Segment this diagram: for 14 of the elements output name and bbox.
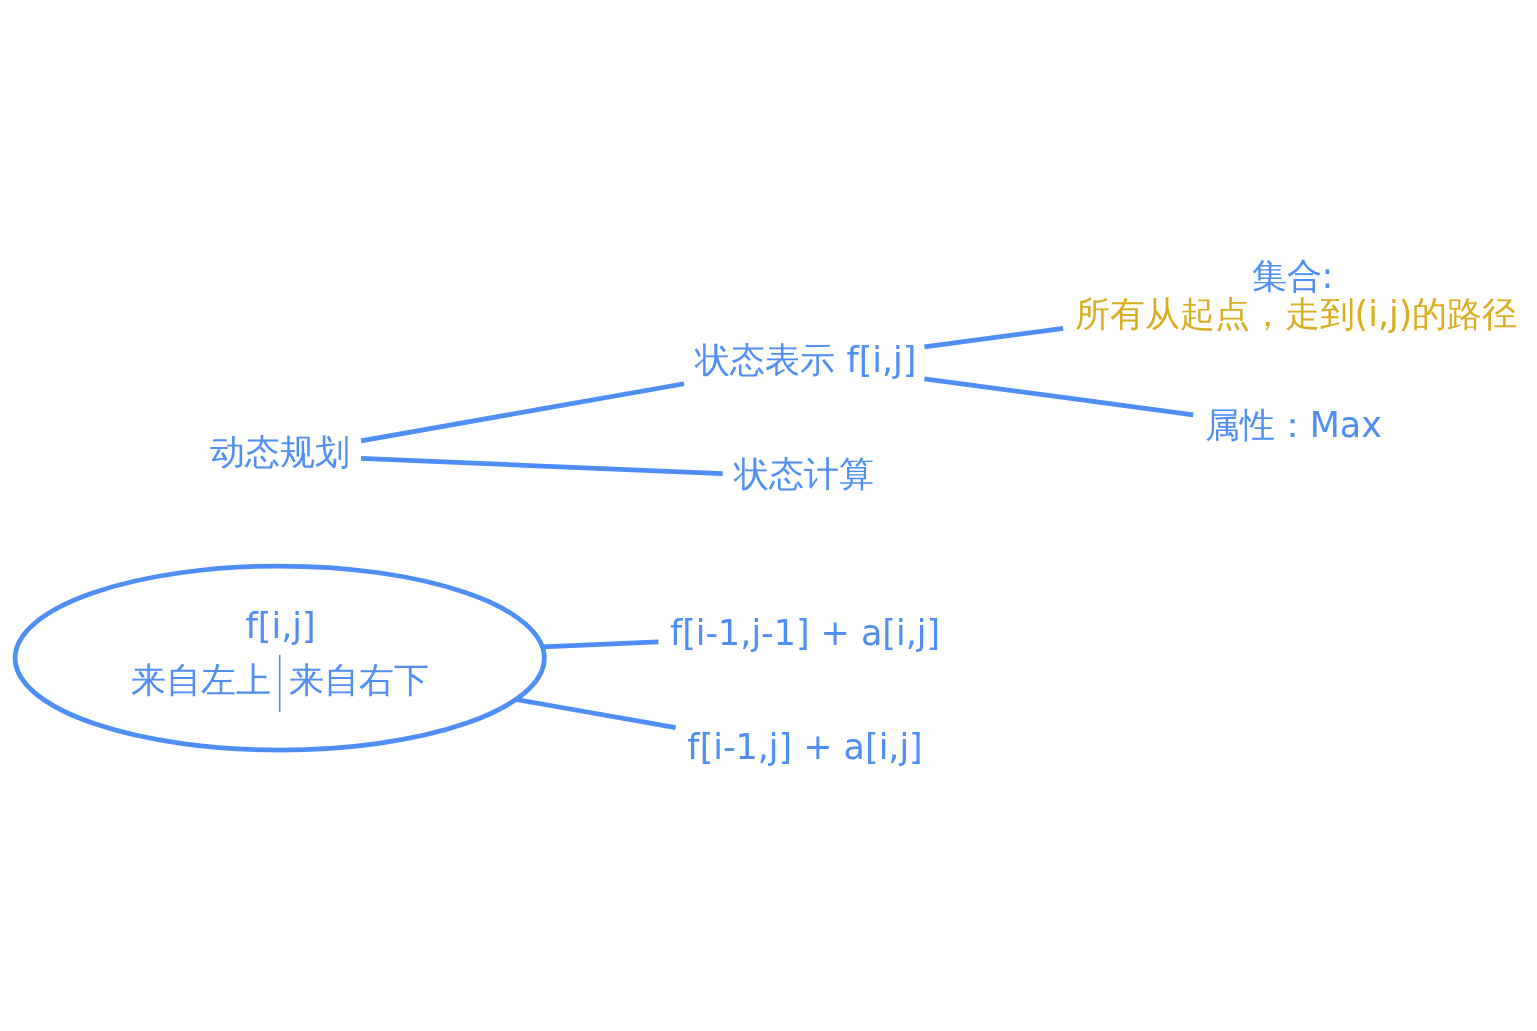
node-text: f[i-1,j-1] + a[i,j]: [669, 612, 941, 653]
node-text: f[i-1,j] + a[i,j]: [687, 726, 923, 767]
connector: [542, 639, 659, 649]
node-text: 状态计算: [734, 453, 875, 494]
connector: [516, 696, 677, 730]
connector: [360, 455, 723, 476]
connector: [360, 380, 685, 443]
node-text: 属性：Max: [1204, 404, 1382, 445]
node-text: 集合: 所有从起点，走到(i,j)的路径: [1074, 255, 1518, 334]
connector: [924, 375, 1194, 417]
node-text: 状态表示 f[i,j]: [695, 339, 917, 380]
node-ellipse: f[i,j] 来自左上 来自右下: [12, 563, 547, 752]
connector: [924, 325, 1064, 349]
node-text: 动态规划: [209, 431, 350, 472]
